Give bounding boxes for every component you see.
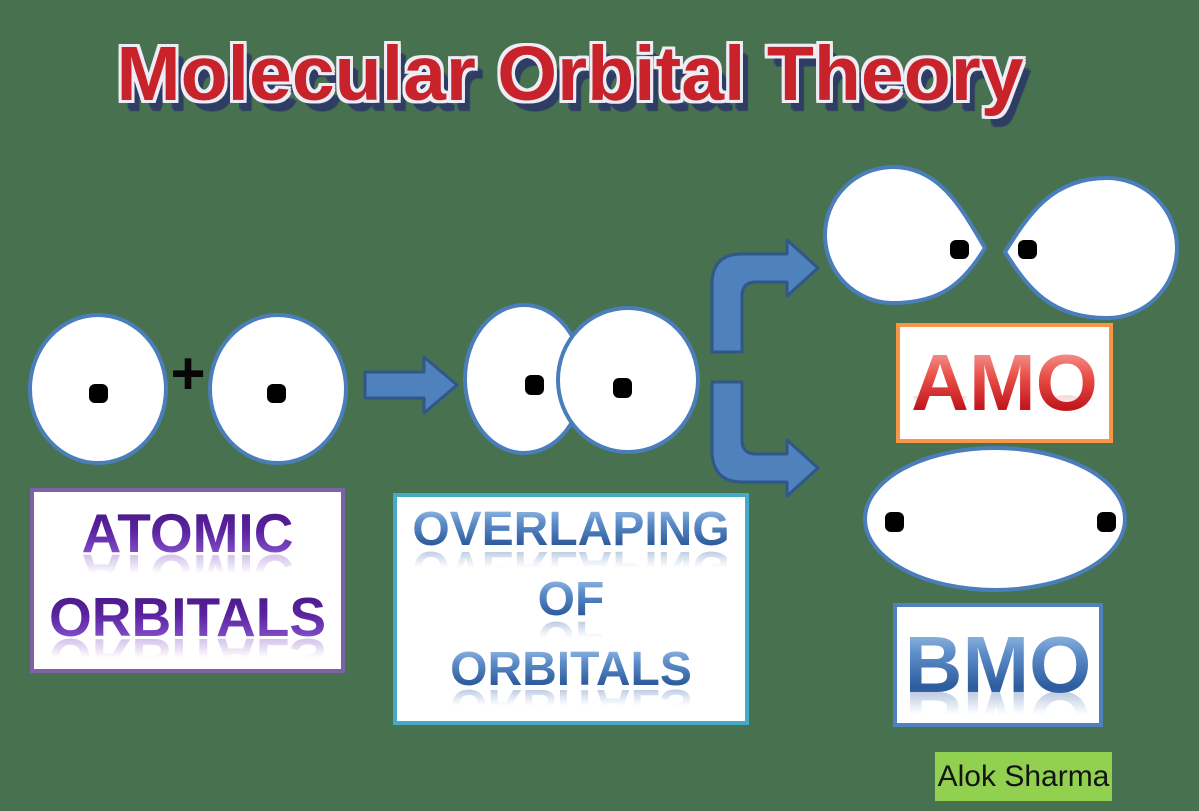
amo-label-box: AMO	[896, 323, 1113, 443]
elbow-arrow-down	[710, 380, 820, 498]
amo-label: AMO	[911, 338, 1098, 427]
page-title: Molecular Orbital Theory	[116, 31, 1024, 117]
plus-sign: +	[170, 340, 206, 407]
electron-dot	[89, 384, 108, 403]
overlapping-label-line2: OF	[397, 573, 745, 626]
overlapping-label-line3: ORBITALS	[397, 643, 745, 696]
electron-dot	[885, 512, 904, 532]
right-arrow	[363, 355, 459, 415]
overlapping-label-line1: OVERLAPING	[397, 504, 745, 556]
antibonding-lobe-right	[1002, 175, 1179, 321]
electron-dot	[525, 375, 544, 395]
electron-dot	[267, 384, 286, 403]
electron-dot	[1018, 240, 1037, 259]
bmo-label-box: BMO	[893, 603, 1103, 727]
atomic-orbitals-label-line2: ORBITALS	[34, 588, 341, 646]
electron-dot	[950, 240, 969, 259]
antibonding-lobe-left	[823, 164, 988, 306]
electron-dot	[1097, 512, 1116, 532]
bmo-label: BMO	[904, 620, 1092, 709]
bonding-orbital-ellipse	[863, 446, 1127, 592]
elbow-arrow-up	[710, 238, 820, 354]
atomic-orbitals-label-line1: ATOMIC	[34, 504, 341, 562]
author-badge: Alok Sharma	[935, 752, 1112, 801]
author-name: Alok Sharma	[937, 759, 1110, 793]
atomic-orbitals-label-box: ATOMIC ORBITALS	[30, 488, 345, 673]
electron-dot	[613, 378, 632, 398]
overlapping-orbitals-label-box: OVERLAPING OF ORBITALS	[393, 493, 749, 725]
